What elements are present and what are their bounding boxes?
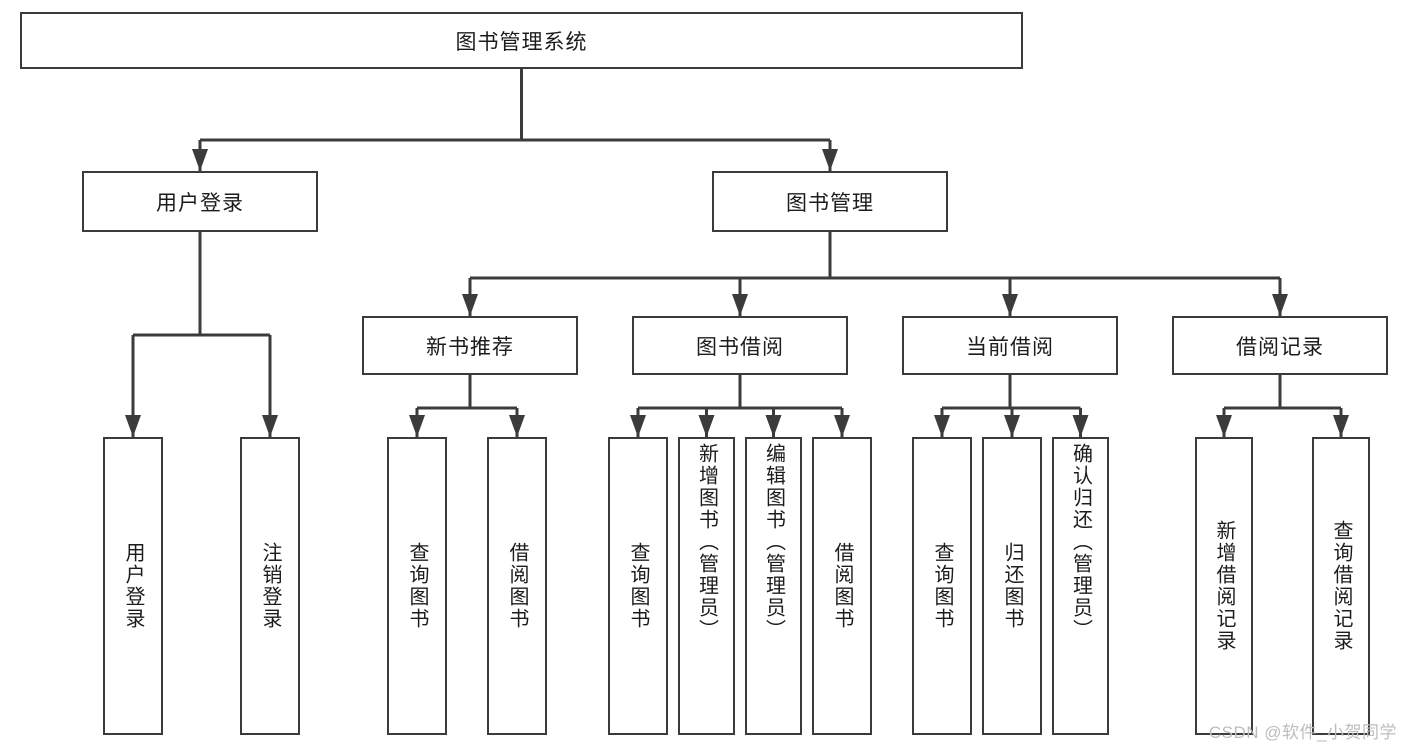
node-label: 用户登录 — [122, 542, 144, 630]
arrowhead-icon — [462, 294, 478, 316]
arrowhead-icon — [1004, 415, 1020, 437]
node-current-borrow[interactable]: 当前借阅 — [902, 316, 1118, 375]
arrowhead-icon — [1272, 294, 1288, 316]
node-book-management[interactable]: 图书管理 — [712, 171, 948, 232]
arrowhead-icon — [262, 415, 278, 437]
node-recommend-leaf-1[interactable]: 查询图书 — [387, 437, 447, 735]
node-login-leaf-1[interactable]: 用户登录 — [103, 437, 163, 735]
arrowhead-icon — [732, 294, 748, 316]
arrowhead-icon — [1002, 294, 1018, 316]
arrowhead-icon — [934, 415, 950, 437]
node-label: 图书管理系统 — [455, 30, 588, 54]
node-label: 借阅图书 — [831, 542, 853, 630]
arrowhead-icon — [409, 415, 425, 437]
node-label: 查询借阅记录 — [1330, 520, 1352, 652]
node-label: 图书借阅 — [696, 335, 784, 359]
node-borrow-leaf-1[interactable]: 查询图书 — [608, 437, 668, 735]
node-book-borrow[interactable]: 图书借阅 — [632, 316, 848, 375]
node-label: 当前借阅 — [966, 335, 1054, 359]
node-label: 新增借阅记录 — [1213, 520, 1235, 652]
node-label: 归还图书 — [1001, 542, 1023, 630]
arrowhead-icon — [822, 149, 838, 171]
node-current-leaf-3[interactable]: 确认归还（管理员） — [1052, 437, 1109, 735]
node-borrow-record[interactable]: 借阅记录 — [1172, 316, 1388, 375]
node-label: 确认归还（管理员） — [1069, 443, 1092, 641]
node-label: 查询图书 — [406, 542, 428, 630]
node-label: 用户登录 — [156, 191, 244, 215]
node-borrow-leaf-2[interactable]: 新增图书（管理员） — [678, 437, 735, 735]
node-label: 注销登录 — [259, 542, 281, 630]
node-label: 查询图书 — [627, 542, 649, 630]
arrowhead-icon — [834, 415, 850, 437]
node-user-login[interactable]: 用户登录 — [82, 171, 318, 232]
arrowhead-icon — [1072, 415, 1089, 437]
node-label: 编辑图书（管理员） — [762, 443, 785, 641]
node-recommend-leaf-2[interactable]: 借阅图书 — [487, 437, 547, 735]
arrowhead-icon — [509, 415, 525, 437]
node-label: 新书推荐 — [426, 335, 514, 359]
node-record-leaf-1[interactable]: 新增借阅记录 — [1195, 437, 1253, 735]
node-current-leaf-1[interactable]: 查询图书 — [912, 437, 972, 735]
node-login-leaf-2[interactable]: 注销登录 — [240, 437, 300, 735]
arrowhead-icon — [125, 415, 141, 437]
node-record-leaf-2[interactable]: 查询借阅记录 — [1312, 437, 1370, 735]
node-label: 查询图书 — [931, 542, 953, 630]
arrowhead-icon — [630, 415, 646, 437]
node-label: 借阅记录 — [1236, 335, 1324, 359]
node-label: 借阅图书 — [506, 542, 528, 630]
arrowhead-icon — [192, 149, 208, 171]
node-borrow-leaf-4[interactable]: 借阅图书 — [812, 437, 872, 735]
arrowhead-icon — [765, 415, 782, 437]
arrowhead-icon — [1216, 415, 1232, 437]
node-current-leaf-2[interactable]: 归还图书 — [982, 437, 1042, 735]
arrowhead-icon — [1333, 415, 1349, 437]
node-new-book-recommend[interactable]: 新书推荐 — [362, 316, 578, 375]
arrowhead-icon — [698, 415, 715, 437]
node-borrow-leaf-3[interactable]: 编辑图书（管理员） — [745, 437, 802, 735]
node-label: 新增图书（管理员） — [695, 443, 718, 641]
node-label: 图书管理 — [786, 191, 874, 215]
node-root[interactable]: 图书管理系统 — [20, 12, 1023, 69]
